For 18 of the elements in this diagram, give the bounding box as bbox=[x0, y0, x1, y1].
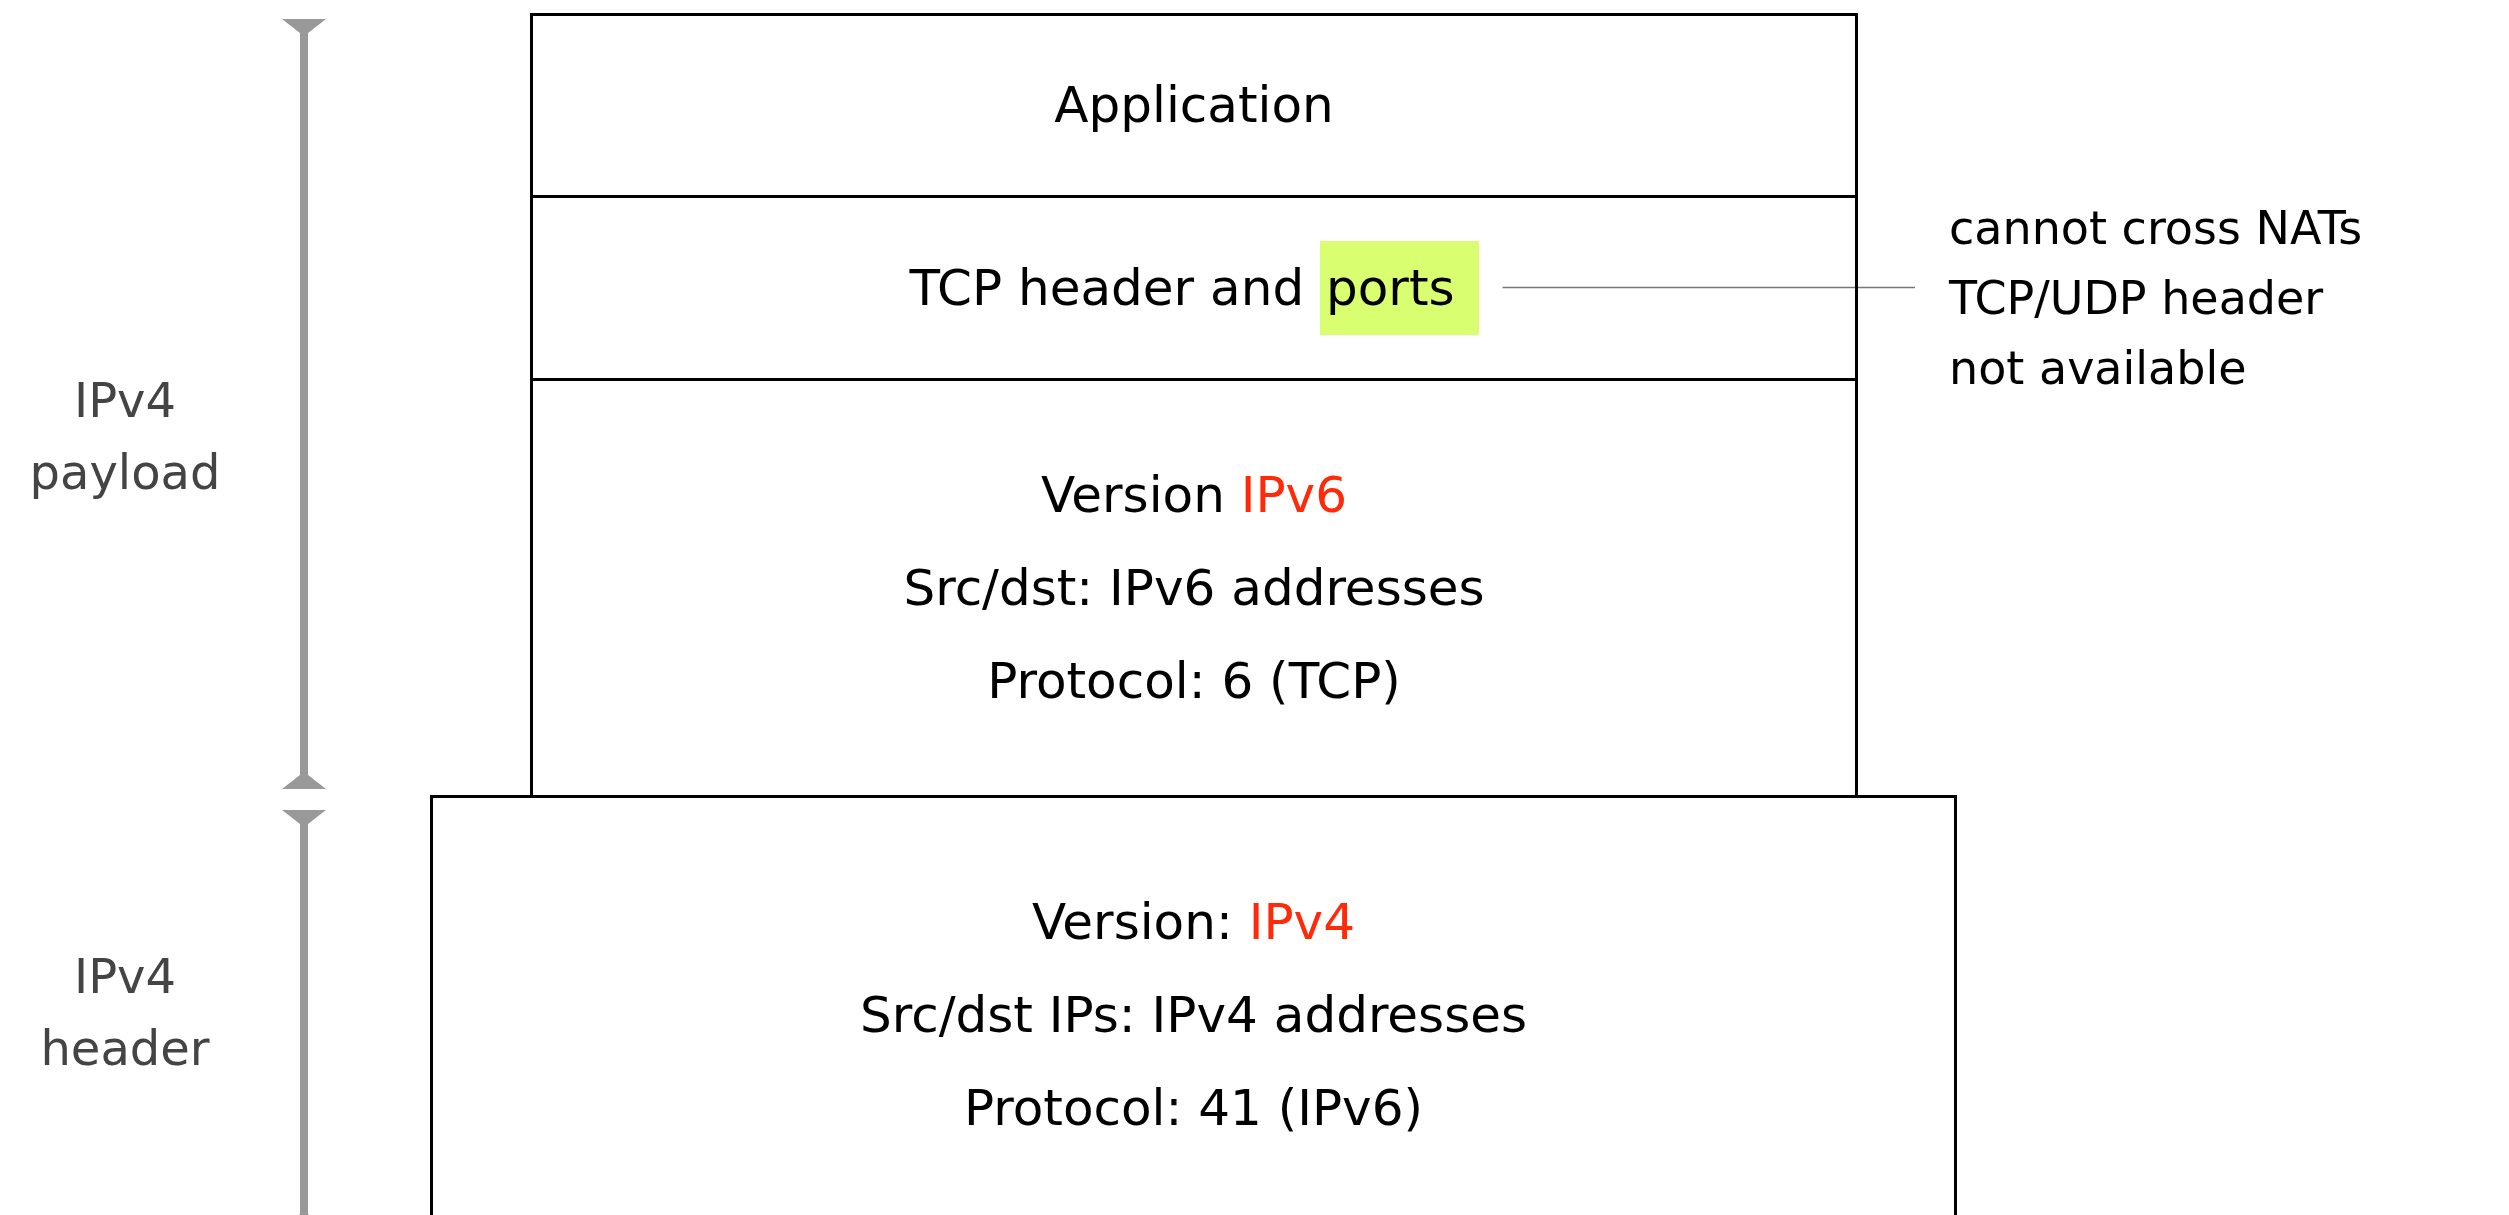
box-label: Version IPv6 bbox=[1040, 464, 1348, 526]
note-text: cannot cross NATs bbox=[1949, 200, 2363, 257]
box-label: Application bbox=[1054, 75, 1334, 136]
layer-box bbox=[530, 13, 1858, 198]
box-label: TCP header and ports bbox=[909, 241, 1479, 335]
box-label: Protocol: 6 (TCP) bbox=[987, 650, 1401, 712]
box-label: Src/dst: IPv6 addresses bbox=[903, 557, 1485, 619]
dimension-label: IPv4 payload bbox=[28, 371, 222, 502]
leader-line bbox=[1501, 286, 1916, 289]
note-text: TCP/UDP header bbox=[1949, 270, 2324, 327]
dimension-label: IPv4 header bbox=[39, 947, 211, 1078]
layer-box bbox=[530, 195, 1858, 381]
note-text: not available bbox=[1949, 340, 2247, 397]
box-label: Protocol: 41 (IPv6) bbox=[963, 1077, 1424, 1139]
box-label: Version: IPv4 bbox=[1032, 891, 1355, 953]
header-box bbox=[430, 795, 1957, 1215]
layer-box bbox=[530, 378, 1858, 798]
box-label: Src/dst IPs: IPv4 addresses bbox=[859, 984, 1528, 1046]
